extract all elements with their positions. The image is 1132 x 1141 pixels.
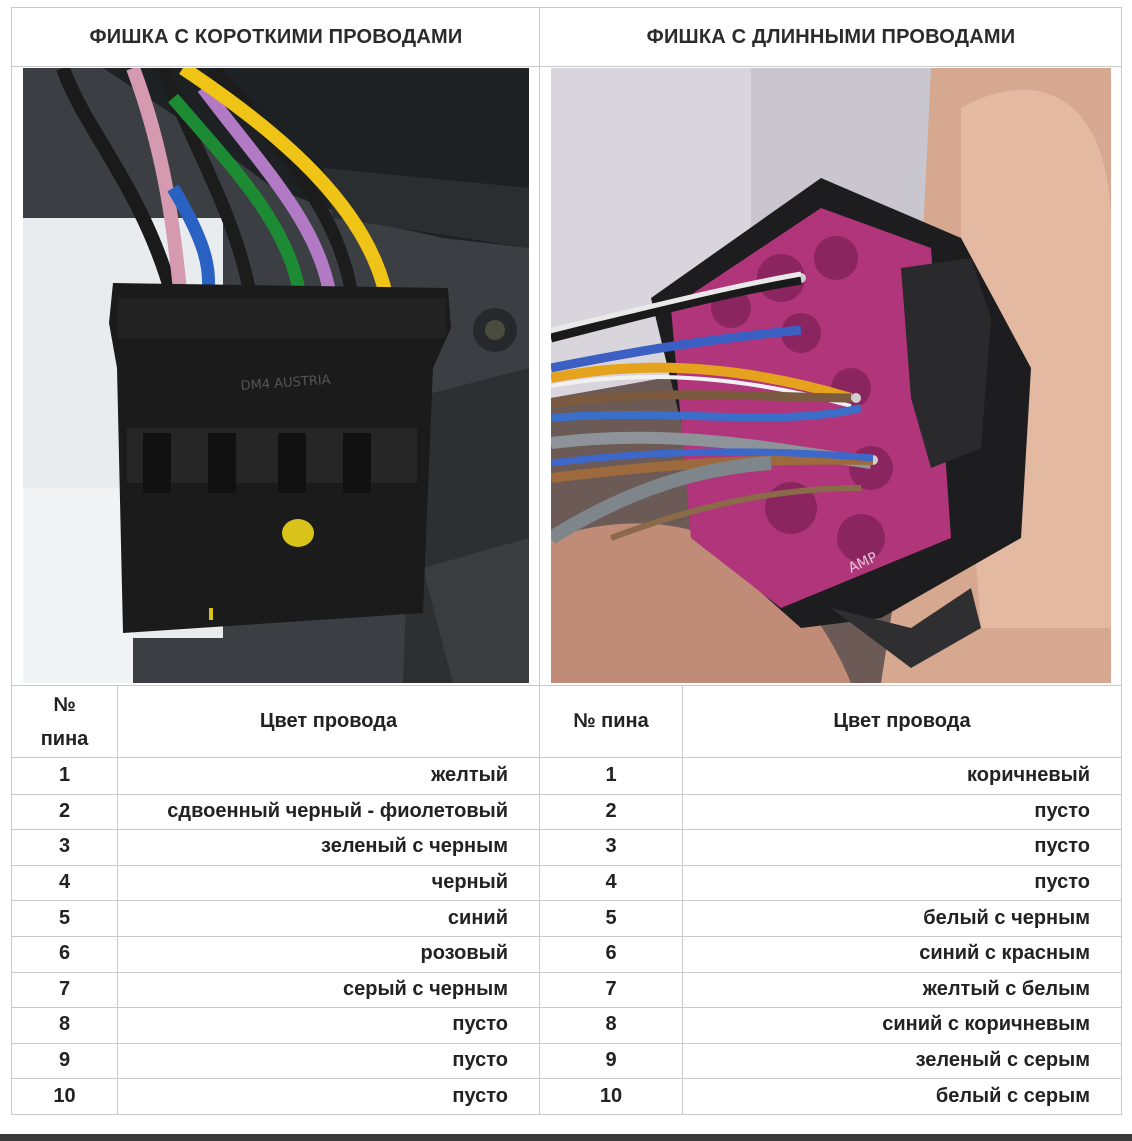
left-wire-color: синий [447, 906, 508, 929]
left-pin-number: 9 [58, 1049, 71, 1072]
right-color-column-header: Цвет провода [833, 710, 971, 732]
right-wire-color: белый с серым [935, 1084, 1090, 1107]
left-wire-color: серый с черным [343, 977, 508, 1000]
right-pin-column-header: № пина [573, 710, 649, 732]
right-column-header: ФИШКА С ДЛИННЫМИ ПРОВОДАМИ [646, 25, 1016, 48]
left-column-header: ФИШКА С КОРОТКИМИ ПРОВОДАМИ [89, 25, 463, 48]
document-sheet: ФИШКА С КОРОТКИМИ ПРОВОДАМИ ФИШКА С ДЛИН… [11, 7, 1122, 1115]
left-pin-number: 1 [58, 764, 71, 787]
right-pin-number: 6 [605, 942, 617, 965]
left-pin-header-line2: пина [40, 727, 89, 750]
right-wire-color: зеленый с серым [915, 1049, 1090, 1072]
right-wire-color: белый с черным [923, 906, 1090, 929]
left-wire-color: пусто [452, 1013, 508, 1036]
right-wire-color: синий с коричневым [882, 1013, 1090, 1036]
left-pin-number: 7 [58, 977, 71, 1000]
left-pin-number: 6 [58, 942, 71, 965]
right-wire-color: пусто [1034, 799, 1090, 822]
right-wire-color: синий с красным [919, 942, 1090, 965]
left-pin-number: 10 [53, 1084, 76, 1107]
left-pin-number: 5 [58, 906, 71, 929]
right-pin-number: 8 [605, 1013, 617, 1036]
left-pin-column-header: № пина [12, 686, 117, 757]
right-pin-number: 9 [605, 1049, 617, 1072]
left-wire-color: пусто [452, 1084, 508, 1107]
right-pin-number: 7 [605, 977, 617, 1000]
right-pin-number: 5 [605, 906, 617, 929]
right-pin-number: 1 [605, 764, 617, 787]
bottom-bar [0, 1134, 1132, 1141]
right-wire-color: коричневый [967, 764, 1090, 787]
left-connector-marking: DM4 AUSTRIA [240, 373, 331, 394]
left-pin-header-line1: № [53, 693, 76, 716]
right-wire-color: пусто [1034, 871, 1090, 894]
left-wire-color: зеленый с черным [321, 835, 508, 858]
right-wire-color: желтый с белым [922, 977, 1090, 1000]
left-wire-color: желтый [431, 764, 508, 787]
right-pin-number: 3 [605, 835, 617, 858]
right-pin-number: 2 [605, 799, 617, 822]
right-pin-number: 10 [599, 1084, 623, 1107]
left-pin-number: 8 [58, 1013, 71, 1036]
left-wire-color: розовый [420, 942, 509, 965]
left-pin-number: 4 [58, 871, 71, 894]
left-pin-number: 2 [58, 799, 71, 822]
left-wire-color: пусто [452, 1049, 508, 1072]
left-wire-color: сдвоенный черный - фиолетовый [167, 799, 508, 822]
right-pin-number: 4 [605, 871, 617, 894]
left-wire-color: черный [431, 871, 508, 894]
left-pin-number: 3 [58, 835, 71, 858]
long-wires-connector-photo: AMP [551, 68, 1111, 683]
left-color-column-header: Цвет провода [259, 710, 398, 732]
right-wire-color: пусто [1034, 835, 1090, 858]
short-wires-connector-photo: DM4 AUSTRIA [23, 68, 529, 683]
